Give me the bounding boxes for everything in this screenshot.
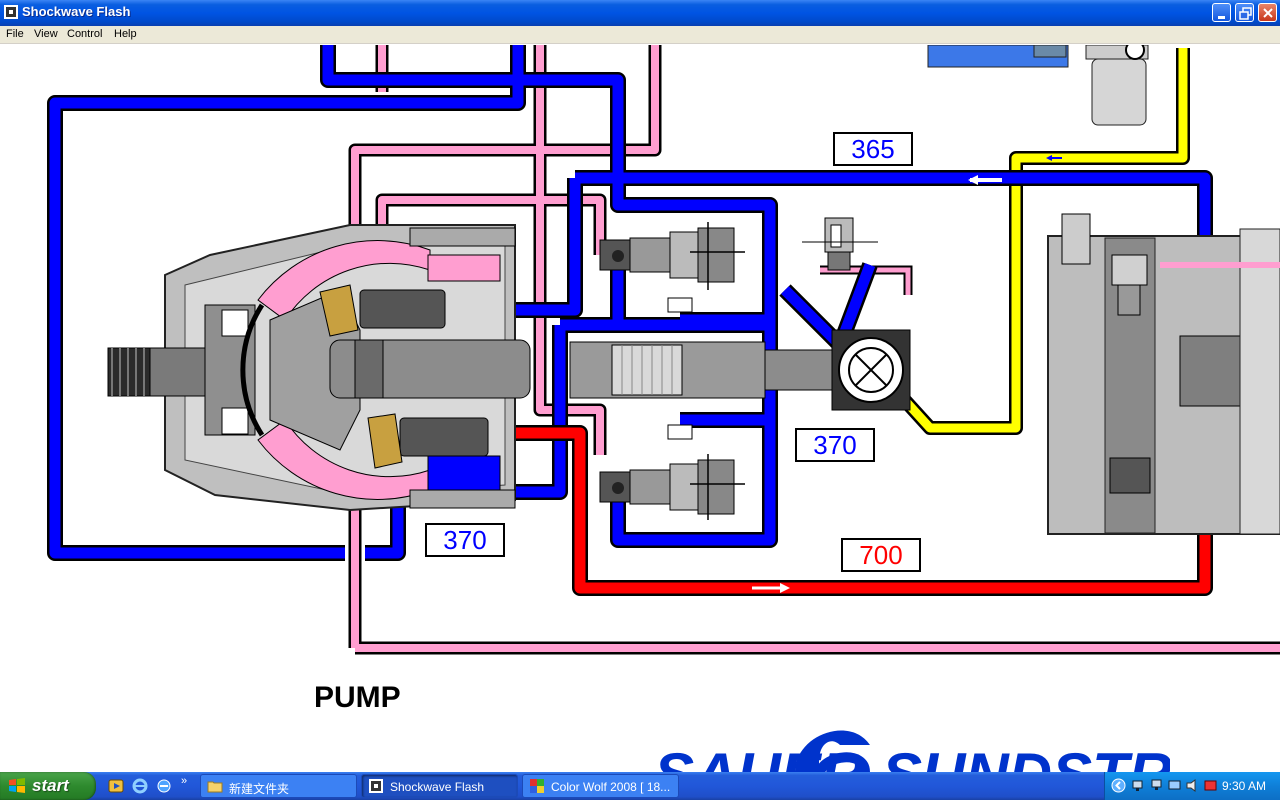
folder-icon — [207, 781, 223, 793]
svg-text:SUNDSTRAND: SUNDSTRAND — [882, 741, 1170, 772]
start-button[interactable]: start — [0, 772, 96, 800]
title-bar: Shockwave Flash — [0, 0, 1280, 26]
ie-icon[interactable] — [132, 778, 148, 794]
windows-logo-icon — [9, 778, 25, 793]
minimize-icon — [1218, 16, 1225, 19]
servo-line — [896, 48, 1188, 433]
start-label: start — [32, 776, 69, 795]
taskbar-item-folder[interactable]: 新建文件夹 — [200, 774, 357, 798]
monitor-icon[interactable] — [1167, 778, 1182, 793]
volume-icon[interactable] — [1185, 778, 1200, 793]
chevron-left-icon[interactable] — [1111, 778, 1126, 793]
input-shaft-spline — [107, 347, 157, 397]
flash-stage[interactable]: 365 370 370 700 PUMP SAUER SUNDSTRAND — [0, 45, 1280, 772]
taskbar-item-label: Shockwave Flash — [390, 780, 485, 794]
hydraulic-circuit-diagram — [47, 45, 1280, 655]
close-button[interactable] — [1258, 3, 1277, 22]
shockwave-flash-icon — [369, 779, 383, 793]
pressure-label-return: 365 — [833, 132, 913, 166]
pressure-label-charge-lower: 370 — [425, 523, 505, 557]
clock[interactable]: 9:30 AM — [1221, 779, 1266, 793]
filter-canister — [1091, 58, 1147, 126]
menu-view[interactable]: View — [34, 28, 58, 40]
solenoid-valve — [802, 217, 878, 271]
gauge-icon — [1125, 45, 1145, 60]
menu-bar: File View Control Help — [0, 26, 1280, 44]
network-icon[interactable] — [1149, 778, 1164, 793]
color-wolf-icon — [530, 779, 544, 793]
network-icon[interactable] — [1131, 778, 1146, 793]
close-icon — [1263, 8, 1273, 18]
menu-file[interactable]: File — [6, 28, 24, 40]
browser-icon[interactable] — [156, 778, 172, 794]
piston-upper — [359, 289, 446, 329]
taskbar-item-label: 新建文件夹 — [229, 782, 290, 796]
system-tray: 9:30 AM — [1104, 772, 1280, 800]
taskbar-item-label: Color Wolf 2008 [ 18... — [551, 780, 671, 794]
flow-arrow-icon — [780, 583, 790, 593]
restore-icon — [1239, 7, 1252, 20]
check-relief-valve-lower — [599, 454, 745, 520]
pressure-label-charge-upper: 370 — [795, 428, 875, 462]
menu-control[interactable]: Control — [67, 28, 103, 40]
media-player-icon[interactable] — [108, 778, 124, 794]
quick-launch-more[interactable]: » — [181, 775, 188, 787]
check-relief-valve-upper — [599, 222, 745, 290]
pump-section-label: PUMP — [314, 681, 401, 714]
taskbar-item-color-wolf[interactable]: Color Wolf 2008 [ 18... — [522, 774, 679, 798]
taskbar: start » 新建文件夹 Shockwave Flash Co — [0, 772, 1280, 800]
pump-housing — [107, 224, 531, 512]
charge-reservoir-block — [927, 45, 1069, 68]
security-icon[interactable] — [1203, 778, 1218, 793]
piston-lower — [399, 417, 489, 457]
restore-button[interactable] — [1235, 3, 1254, 22]
menu-help[interactable]: Help — [114, 28, 137, 40]
minimize-button[interactable] — [1212, 3, 1231, 22]
shockwave-flash-icon — [4, 5, 18, 19]
pressure-label-high: 700 — [841, 538, 921, 572]
window-title: Shockwave Flash — [22, 4, 131, 19]
taskbar-item-shockwave[interactable]: Shockwave Flash — [361, 774, 518, 798]
sauer-sundstrand-logo: SAUER SUNDSTRAND — [654, 730, 1170, 772]
